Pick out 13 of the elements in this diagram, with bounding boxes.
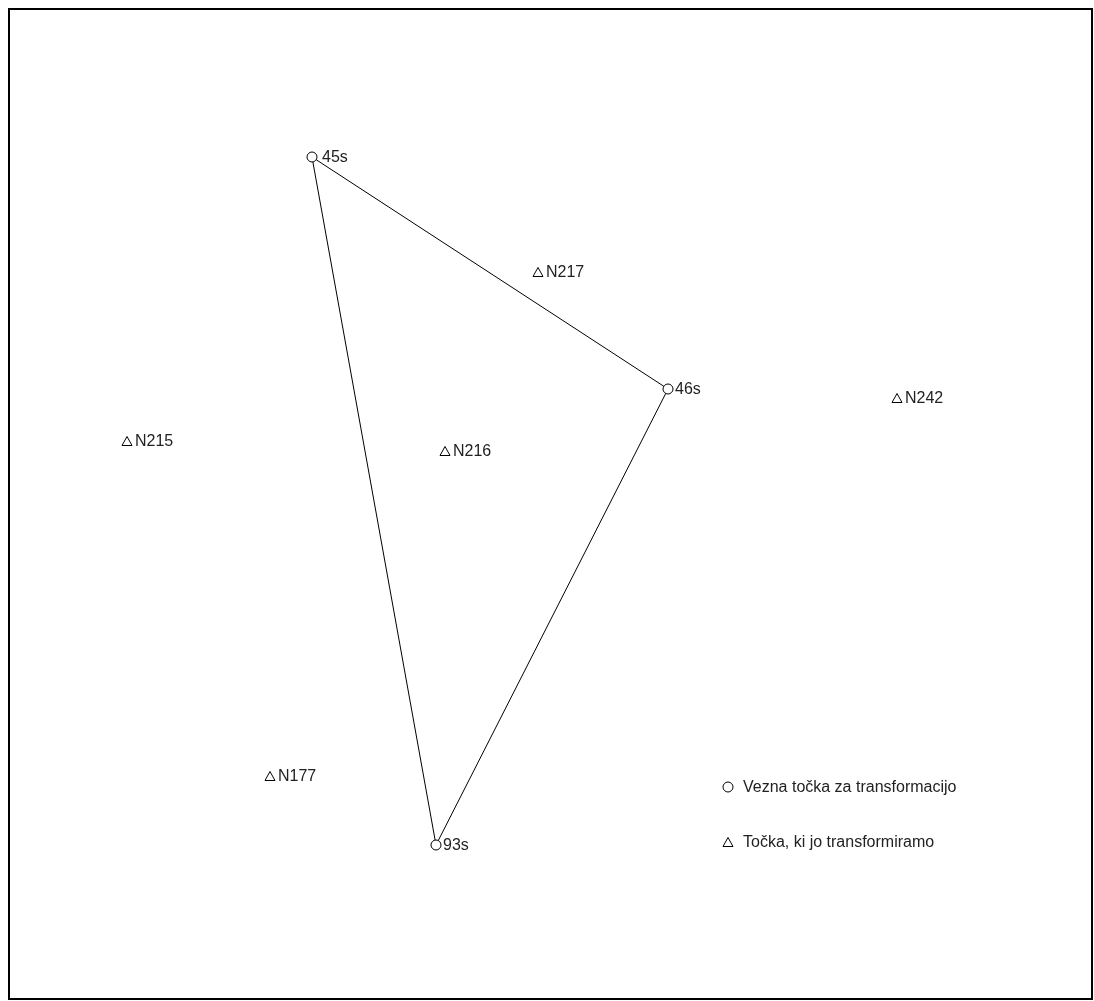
point-label: 45s (322, 148, 348, 166)
legend-label: Vezna točka za transformacijo (743, 778, 957, 796)
point-label: N177 (278, 767, 317, 785)
survey-line (437, 392, 667, 842)
survey-line (312, 161, 436, 841)
point-label: 46s (675, 380, 701, 398)
legend-label: Točka, ki jo transformiramo (743, 833, 935, 851)
point-label: N215 (135, 432, 174, 450)
point-label: N217 (546, 263, 585, 281)
point-label: N216 (453, 442, 492, 460)
point-label: 93s (443, 836, 469, 854)
survey-line (315, 159, 665, 387)
point-label: N242 (905, 389, 944, 407)
